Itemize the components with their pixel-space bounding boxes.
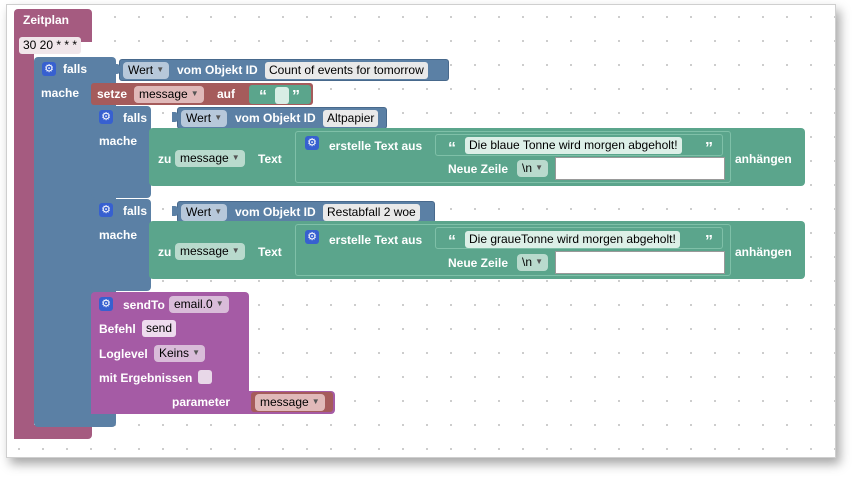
gear-icon[interactable]: ⚙ bbox=[99, 110, 113, 124]
mit-ergebnissen-checkbox[interactable] bbox=[198, 370, 212, 384]
loglevel-label: Loglevel bbox=[99, 347, 148, 361]
object-id-label: vom Objekt ID bbox=[235, 205, 316, 219]
parameter-variable-dropdown[interactable]: message▼ bbox=[255, 394, 325, 411]
object-id-field[interactable]: Altpapier bbox=[323, 110, 379, 127]
value-dropdown[interactable]: Wert▼ bbox=[181, 204, 228, 221]
open-quote-icon: “ bbox=[448, 140, 456, 157]
auf-label: auf bbox=[217, 87, 235, 101]
object-id-field[interactable]: Count of events for tomorrow bbox=[265, 62, 428, 79]
newline-input[interactable] bbox=[555, 157, 725, 180]
close-quote-icon: ” bbox=[705, 140, 713, 157]
anhaengen-label: anhängen bbox=[735, 152, 792, 166]
create-text-label: erstelle Text aus bbox=[329, 233, 423, 247]
gear-icon[interactable]: ⚙ bbox=[99, 203, 113, 217]
loglevel-dropdown[interactable]: Keins▼ bbox=[154, 345, 206, 362]
zu-label: zu bbox=[158, 152, 172, 166]
text-label: Text bbox=[258, 245, 282, 259]
schedule-block-spine bbox=[14, 41, 34, 439]
schedule-label: Zeitplan bbox=[23, 13, 70, 27]
open-quote-icon: “ bbox=[448, 233, 456, 250]
befehl-field[interactable]: send bbox=[142, 320, 177, 337]
close-quote-icon: ” bbox=[292, 88, 300, 105]
cron-field[interactable]: 30 20 * * * bbox=[19, 37, 82, 54]
empty-text-field[interactable] bbox=[275, 87, 289, 104]
falls-label: falls bbox=[123, 111, 148, 125]
instance-dropdown[interactable]: email.0▼ bbox=[169, 296, 229, 313]
append-variable-dropdown[interactable]: message▼ bbox=[175, 243, 245, 260]
create-text-label: erstelle Text aus bbox=[329, 139, 423, 153]
mache-label: mache bbox=[41, 86, 80, 100]
open-quote-icon: “ bbox=[259, 88, 267, 105]
newline-input[interactable] bbox=[555, 251, 725, 274]
object-id-label: vom Objekt ID bbox=[235, 111, 316, 125]
object-id-field[interactable]: Restabfall 2 woe bbox=[323, 204, 420, 221]
sendto-label: sendTo bbox=[123, 298, 165, 312]
zu-label: zu bbox=[158, 245, 172, 259]
setze-label: setze bbox=[97, 87, 128, 101]
falls-label: falls bbox=[63, 62, 88, 76]
neue-zeile-label: Neue Zeile bbox=[448, 256, 509, 270]
mache-label: mache bbox=[99, 228, 138, 242]
newline-dropdown[interactable]: \n▼ bbox=[517, 160, 549, 177]
gear-icon[interactable]: ⚙ bbox=[99, 297, 113, 311]
text-literal-field[interactable]: Die graueTonne wird morgen abgeholt! bbox=[465, 231, 680, 248]
gear-icon[interactable]: ⚙ bbox=[42, 62, 56, 76]
text-literal-field[interactable]: Die blaue Tonne wird morgen abgeholt! bbox=[465, 137, 682, 154]
blockly-workspace[interactable]: Zeitplan 30 20 * * * ⚙ falls mache Wert▼… bbox=[6, 4, 836, 458]
set-variable-dropdown[interactable]: message▼ bbox=[134, 86, 204, 103]
gear-icon[interactable]: ⚙ bbox=[305, 136, 319, 150]
value-dropdown[interactable]: Wert▼ bbox=[181, 110, 228, 127]
falls-label: falls bbox=[123, 204, 148, 218]
parameter-label: parameter bbox=[172, 395, 231, 409]
object-id-label: vom Objekt ID bbox=[177, 63, 258, 77]
mit-ergebnissen-label: mit Ergebnissen bbox=[99, 371, 193, 385]
anhaengen-label: anhängen bbox=[735, 245, 792, 259]
close-quote-icon: ” bbox=[705, 233, 713, 250]
mache-label: mache bbox=[99, 134, 138, 148]
neue-zeile-label: Neue Zeile bbox=[448, 162, 509, 176]
value-dropdown[interactable]: Wert▼ bbox=[123, 62, 170, 79]
append-variable-dropdown[interactable]: message▼ bbox=[175, 150, 245, 167]
gear-icon[interactable]: ⚙ bbox=[305, 230, 319, 244]
schedule-block[interactable] bbox=[14, 9, 92, 42]
befehl-label: Befehl bbox=[99, 322, 136, 336]
newline-dropdown[interactable]: \n▼ bbox=[517, 254, 549, 271]
schedule-block-bottom bbox=[14, 425, 92, 439]
text-label: Text bbox=[258, 152, 282, 166]
